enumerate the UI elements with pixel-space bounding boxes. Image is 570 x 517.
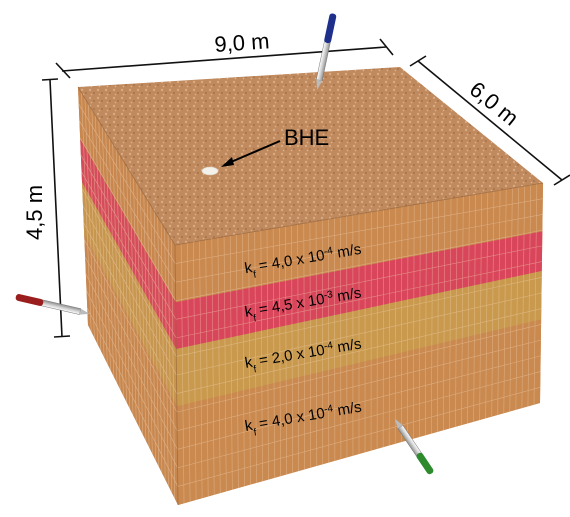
dimension-width-label: 6,0 m <box>465 76 524 130</box>
bhe-marker <box>202 167 218 175</box>
dimension-depth-label: 4,5 m <box>22 185 47 240</box>
compass-pen-red-icon <box>15 293 91 317</box>
bhe-label: BHE <box>284 125 329 150</box>
dimension-length-label: 9,0 m <box>214 28 271 57</box>
